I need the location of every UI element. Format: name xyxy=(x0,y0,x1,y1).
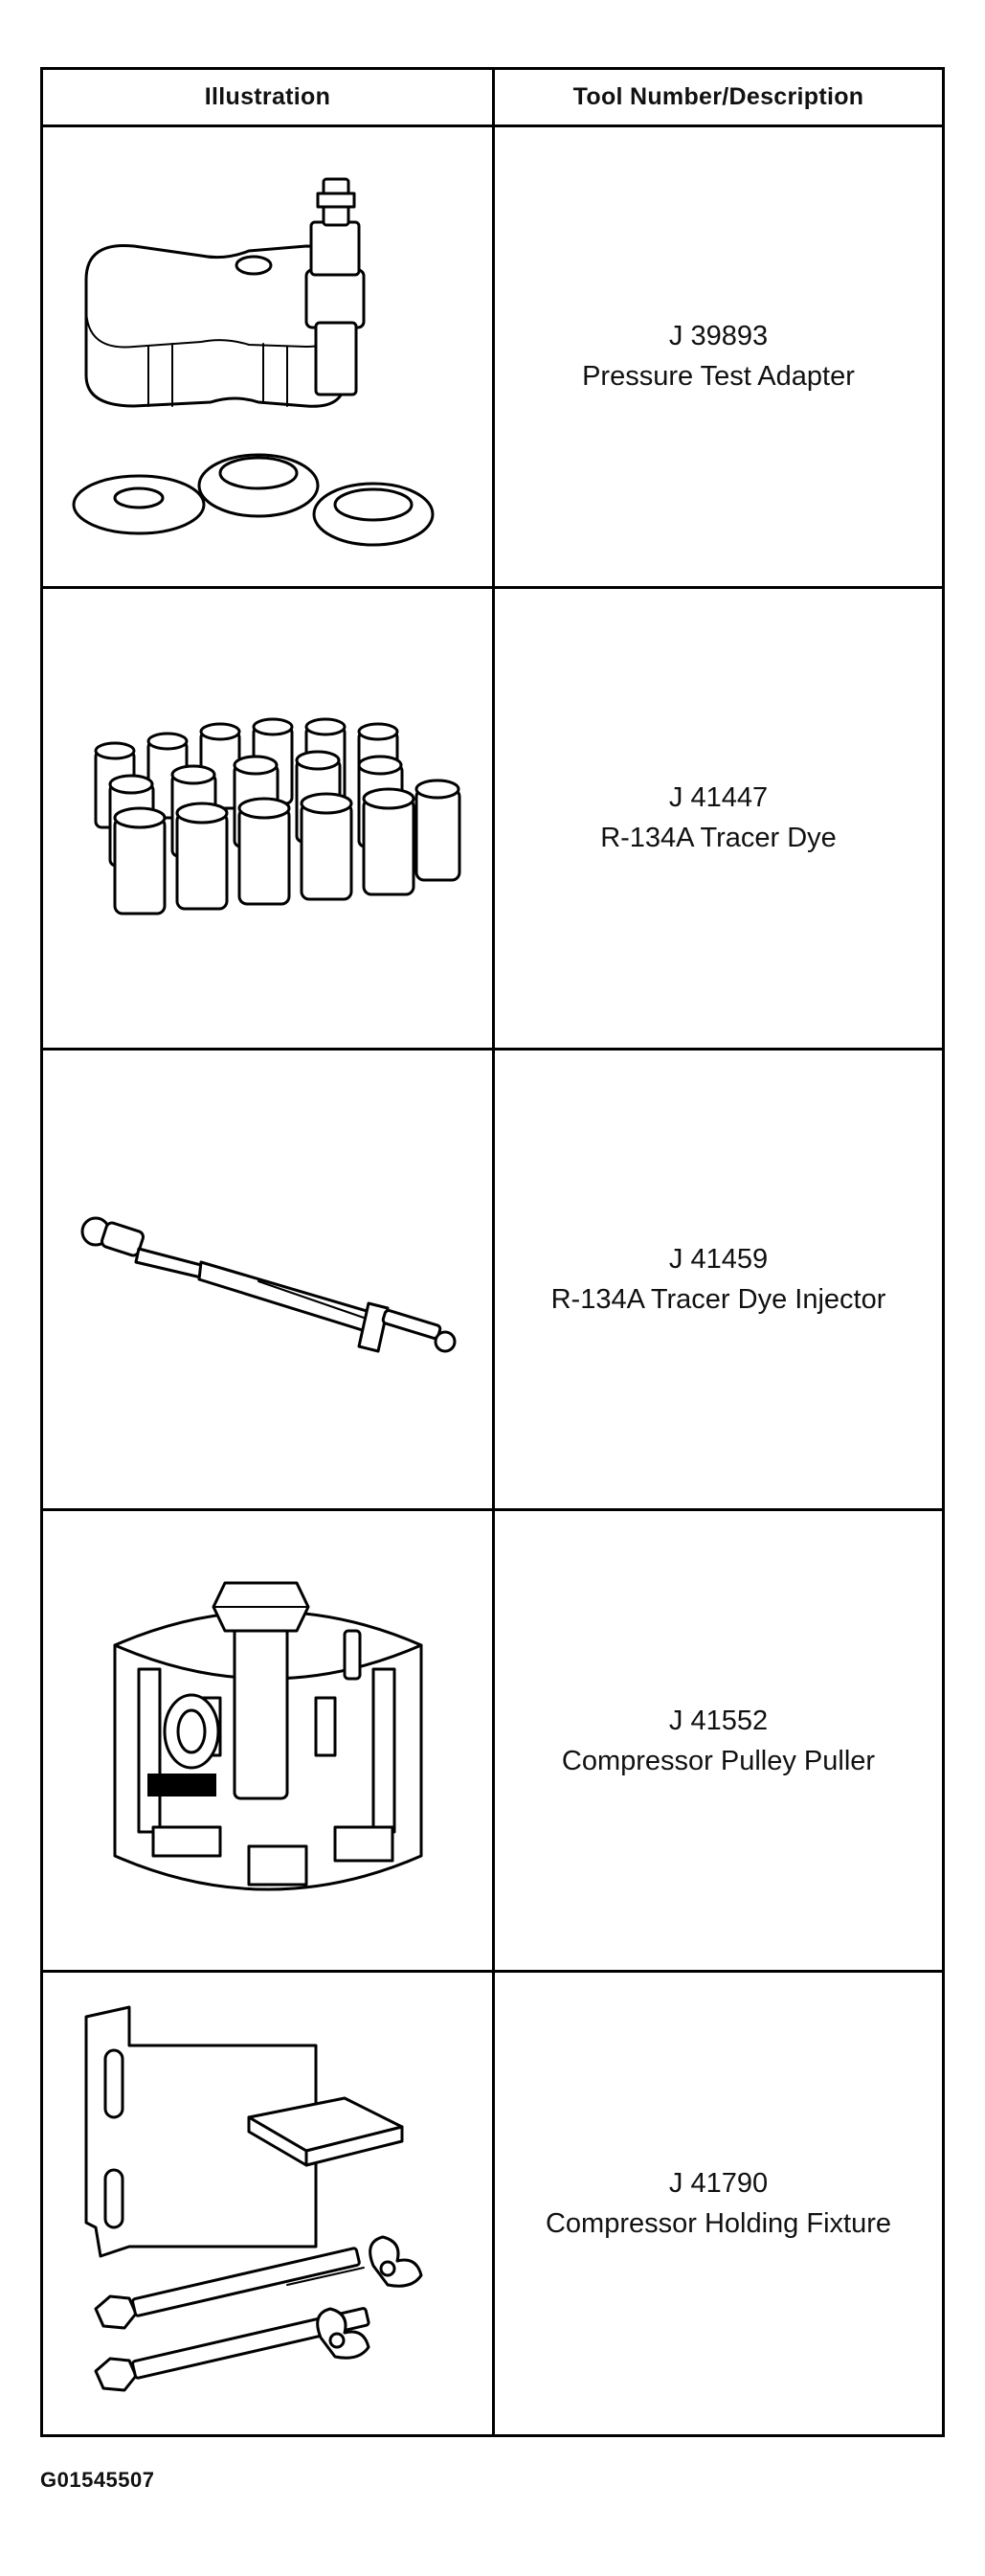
holding-fixture-illustration xyxy=(84,2005,422,2392)
tool-description: R-134A Tracer Dye xyxy=(600,823,837,854)
tool-number: J 41459 xyxy=(668,1243,769,1275)
tool-number: J 41447 xyxy=(668,782,769,814)
header-illustration: Illustration xyxy=(43,70,495,127)
pressure-test-adapter-illustration xyxy=(72,177,434,547)
tool-description-cell: J 41459 R-134A Tracer Dye Injector xyxy=(495,1051,942,1512)
figure-code: G01545507 xyxy=(40,2468,155,2492)
pulley-puller-illustration xyxy=(113,1581,422,1891)
illustration-cell xyxy=(43,1511,495,1974)
dye-injector-illustration xyxy=(80,1216,456,1353)
tool-description: Compressor Pulley Puller xyxy=(561,1745,876,1776)
tool-number: J 41790 xyxy=(668,2168,769,2200)
illustration-cell xyxy=(43,127,495,589)
tool-description: Compressor Holding Fixture xyxy=(545,2208,891,2240)
tool-description-cell: J 41447 R-134A Tracer Dye xyxy=(495,589,942,1051)
illustration-cell xyxy=(43,588,495,1051)
tool-description-cell: J 41790 Compressor Holding Fixture xyxy=(495,1973,942,2434)
tool-number: J 39893 xyxy=(668,321,769,352)
tool-number: J 41552 xyxy=(668,1705,769,1736)
illustration-cell xyxy=(43,1973,495,2434)
header-tool-number-description: Tool Number/Description xyxy=(495,70,942,127)
tool-description: R-134A Tracer Dye Injector xyxy=(550,1283,886,1315)
tracer-dye-bottles-illustration xyxy=(94,717,460,915)
tool-table: Illustration Tool Number/Description xyxy=(40,67,945,2437)
tool-description: Pressure Test Adapter xyxy=(582,361,855,393)
illustration-cell xyxy=(43,1050,495,1512)
tool-description-cell: J 41552 Compressor Pulley Puller xyxy=(495,1511,942,1974)
tool-description-cell: J 39893 Pressure Test Adapter xyxy=(495,127,942,589)
